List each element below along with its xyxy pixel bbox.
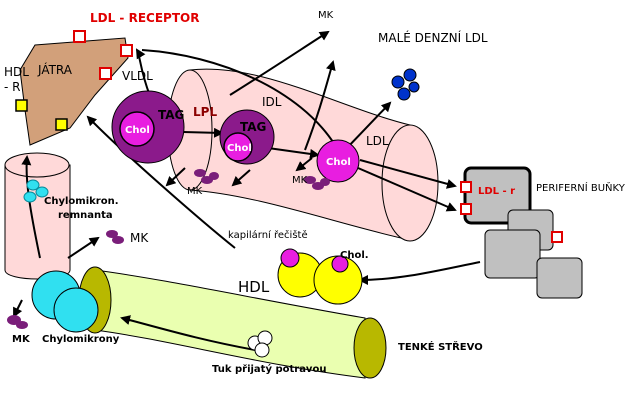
mk-molecules-4 — [7, 315, 28, 329]
mk-molecules-2 — [304, 176, 330, 190]
ldl-receptor-label: LDL - RECEPTOR — [90, 11, 199, 25]
hdl-r-label-line1: HDL — [4, 65, 29, 79]
chylomicron-remnant-label-line2: remnanta — [58, 210, 113, 221]
vldl-label: VLDL — [122, 69, 153, 83]
ldl-label: LDL — [366, 134, 389, 148]
ldl-r-marker-1 — [460, 181, 472, 193]
ldl-r-marker-2 — [460, 203, 472, 215]
peripheral-cells-label: PERIFERNÍ BUŇKY — [536, 181, 626, 194]
lpl-label: LPL — [193, 105, 217, 119]
liver-label: JÁTRA — [37, 62, 73, 77]
ldl-particle — [316, 139, 360, 183]
peripheral-cells — [463, 166, 583, 299]
mk-molecules-1 — [194, 169, 219, 184]
dietary-fat-label: Tuk přijatý potravou — [212, 363, 326, 375]
left-vertical-tube — [4, 152, 71, 280]
vldl-chol-label: Chol — [125, 125, 150, 136]
ldl-r-label: LDL - r — [478, 186, 515, 197]
hdl-label: HDL — [238, 278, 270, 296]
mk-mid2-label: MK — [292, 175, 308, 186]
chylomicron-remnant — [23, 179, 49, 203]
small-dense-ldl-particles — [391, 68, 420, 101]
mk-mid1-label: MK — [187, 186, 203, 197]
ldl-chol-label: Chol — [326, 157, 351, 168]
ldl-receptor-marker-1 — [73, 30, 86, 43]
mk-top-label: MK — [318, 10, 334, 21]
idl-chol-label: Chol — [227, 143, 252, 154]
idl-particle — [219, 109, 275, 165]
arrows — [13, 30, 481, 351]
vldl-tag-label: TAG — [158, 108, 184, 122]
mk-left-label: MK — [130, 231, 149, 245]
ldl-receptor-marker-2 — [120, 44, 133, 57]
vldl-particle — [111, 90, 185, 164]
small-dense-ldl-label: MALÉ DENZNÍ LDL — [378, 30, 488, 45]
mk-molecules-3 — [106, 230, 124, 244]
hdl-receptor-marker-2 — [55, 118, 68, 131]
mk-bottom-label: MK — [12, 334, 31, 345]
hdl-r-label-line2: - R — [4, 80, 20, 94]
capillary-label: kapilární řečiště — [228, 229, 308, 241]
idl-tag-label: TAG — [240, 120, 266, 134]
idl-label: IDL — [262, 95, 282, 109]
chylomicrons — [31, 270, 99, 333]
hdl-receptor-marker-1 — [15, 99, 28, 112]
chylomicrons-label: Chylomikrony — [42, 334, 120, 345]
chylomicron-remnant-label-line1: Chylomikron. — [44, 196, 119, 207]
hdl-particles — [277, 248, 363, 305]
small-intestine-label: TENKÉ STŘEVO — [398, 340, 483, 353]
ldl-r-marker-3 — [551, 231, 563, 243]
ldl-receptor-marker-3 — [99, 67, 112, 80]
dietary-fat-droplets — [247, 330, 273, 358]
capillary-tube — [167, 68, 439, 242]
hdl-chol-label: Chol. — [340, 250, 369, 261]
